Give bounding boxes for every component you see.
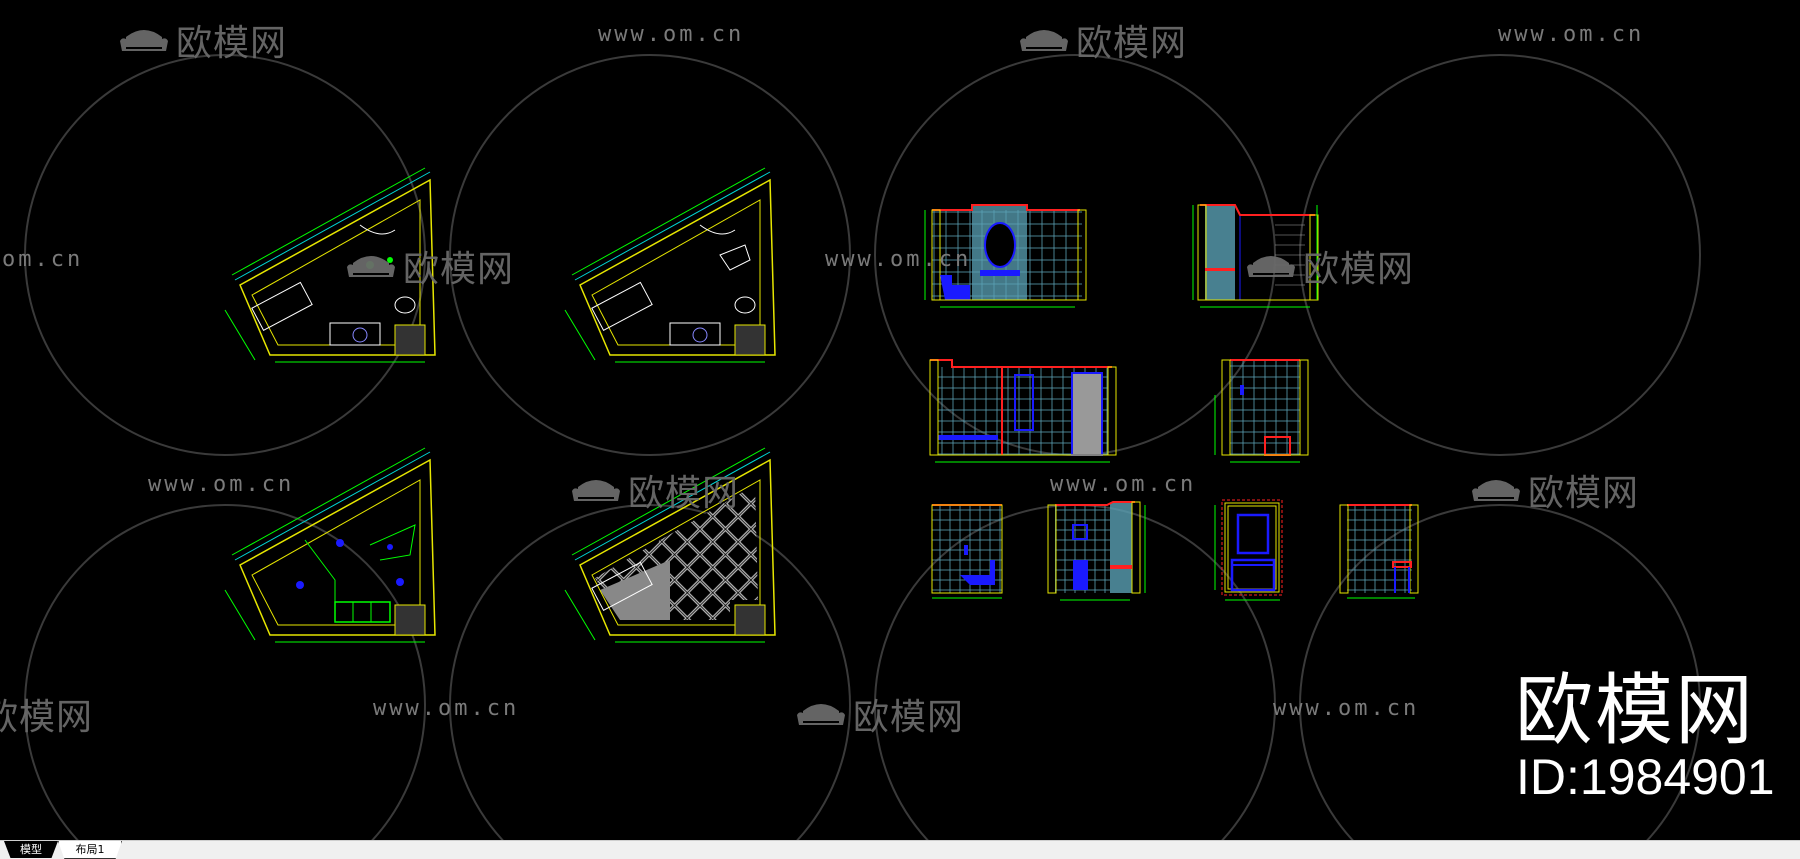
watermark-url-partial: om.cn: [2, 247, 84, 272]
watermark-url: www.om.cn: [598, 22, 745, 47]
elevation-d-tub-end[interactable]: [1210, 355, 1320, 465]
watermark-url: www.om.cn: [825, 247, 972, 272]
sofa-icon: [572, 480, 620, 501]
watermark-url: www.om.cn: [373, 696, 520, 721]
elevation-h-stool[interactable]: [1335, 500, 1425, 605]
watermark-url: www.om.cn: [1498, 22, 1645, 47]
watermark-logo-partial: 欧模网: [0, 697, 94, 738]
watermark-logo: 欧模网: [1470, 464, 1639, 516]
watermark-logo: 欧模网: [795, 688, 964, 740]
elevation-e-toilet[interactable]: [920, 500, 1010, 605]
cad-model-space[interactable]: 欧模网 www.om.cn 欧模网 www.om.cn om.cn 欧模网 ww…: [0, 0, 1800, 840]
sofa-icon: [1020, 30, 1068, 51]
elevation-a-vanity[interactable]: [910, 200, 1100, 310]
watermark-url: www.om.cn: [1050, 472, 1197, 497]
floor-plan-1[interactable]: [220, 160, 450, 370]
floor-plan-2[interactable]: [560, 160, 790, 370]
sofa-icon: [797, 704, 845, 725]
watermark-logo: 欧模网: [118, 14, 287, 66]
elevation-c-bath-wall[interactable]: [920, 355, 1120, 465]
watermark-logo: 欧模网: [345, 240, 514, 292]
sofa-icon: [347, 256, 395, 277]
tab-layout-1[interactable]: 布局1: [58, 841, 122, 859]
sofa-icon: [120, 30, 168, 51]
sofa-icon: [1247, 256, 1295, 277]
sofa-icon: [1472, 480, 1520, 501]
watermark-url: www.om.cn: [148, 472, 295, 497]
layout-tab-bar: 模型 布局1: [0, 840, 1800, 859]
elevation-f-sink[interactable]: [1045, 500, 1155, 605]
tab-model[interactable]: 模型: [4, 841, 58, 858]
brand-id: ID:1984901: [1516, 749, 1775, 805]
elevation-b-shower[interactable]: [1190, 200, 1320, 310]
floor-plan-3[interactable]: [220, 440, 450, 650]
watermark-logo: 欧模网: [1018, 14, 1187, 66]
brand-name: 欧模网: [1515, 666, 1756, 756]
floor-plan-4[interactable]: [560, 440, 790, 650]
watermark-url: www.om.cn: [1273, 696, 1420, 721]
elevation-g-mirror[interactable]: [1210, 495, 1290, 605]
watermark-logo: 欧模网: [570, 464, 739, 516]
watermark-logo: 欧模网: [1245, 240, 1414, 292]
